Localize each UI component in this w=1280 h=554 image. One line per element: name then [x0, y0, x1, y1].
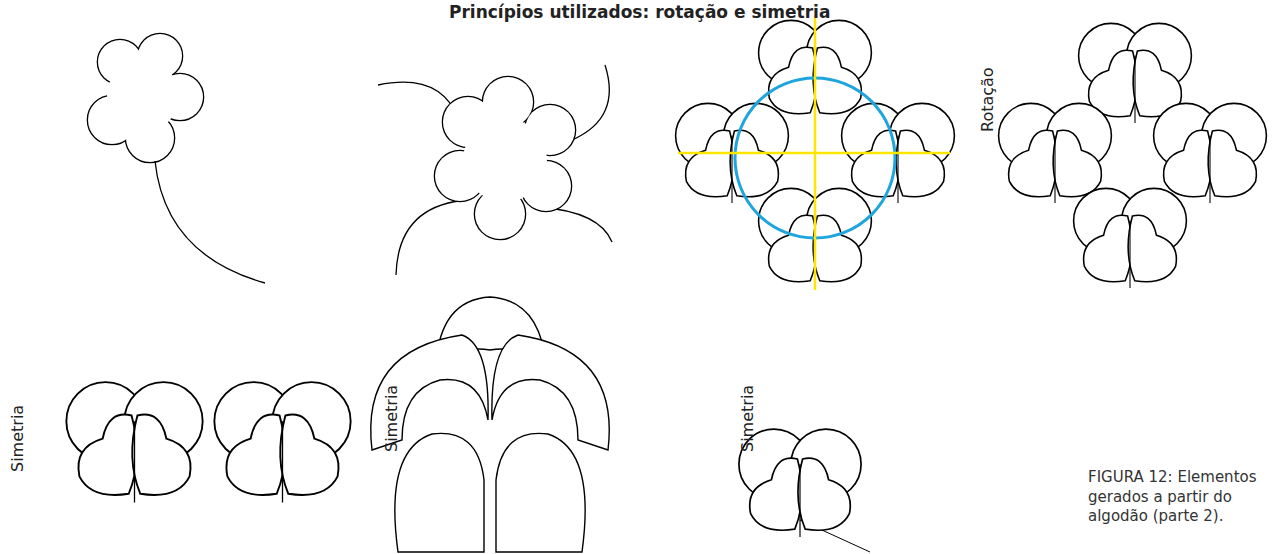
- principle-label: Rotação: [978, 67, 997, 132]
- figure-caption: FIGURA 12: Elementos gerados a partir do…: [1088, 468, 1268, 527]
- principle-label: Simetria: [382, 385, 401, 452]
- figure-title: Princípios utilizados: rotação e simetri…: [449, 2, 830, 22]
- principle-label: Simetria: [8, 405, 27, 472]
- principle-label: Simetria: [738, 385, 757, 452]
